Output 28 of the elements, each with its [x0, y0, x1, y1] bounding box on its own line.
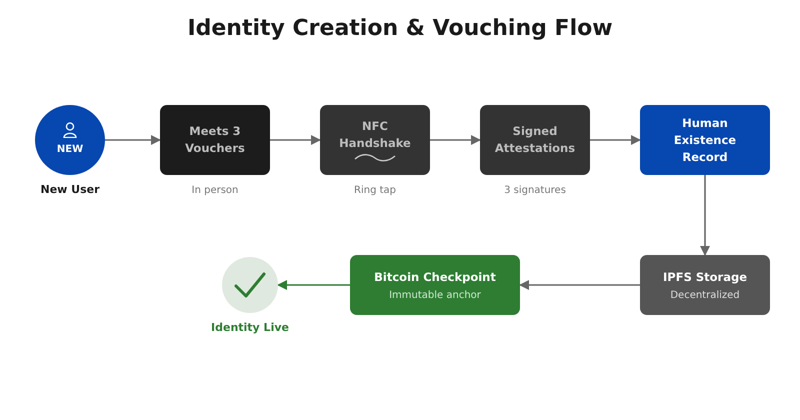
- node-title: NEW: [56, 143, 84, 157]
- process-box: [160, 105, 270, 175]
- node-title: Bitcoin Checkpoint: [373, 269, 497, 286]
- process-box: [320, 105, 430, 175]
- node-title: Human Existence Record: [672, 114, 738, 166]
- arrow: [519, 280, 640, 290]
- arrow: [590, 135, 641, 145]
- process-box: [480, 105, 590, 175]
- node-caption: In person: [190, 185, 240, 196]
- arrow: [270, 135, 321, 145]
- arrow: [430, 135, 481, 145]
- node-subtitle: Decentralized: [670, 290, 740, 301]
- arrow: [277, 280, 350, 290]
- diagram-title: Identity Creation & Vouching Flow: [186, 16, 614, 41]
- node-caption: Ring tap: [353, 185, 397, 196]
- node-title: Signed Attestations: [494, 123, 576, 157]
- arrow: [105, 135, 161, 145]
- node-title: Meets 3 Vouchers: [184, 123, 246, 157]
- arrow: [700, 175, 710, 256]
- process-box: [640, 255, 770, 315]
- node-caption: Identity Live: [210, 321, 290, 334]
- node-caption: New User: [39, 183, 101, 196]
- node-caption: 3 signatures: [503, 185, 567, 196]
- node-title: IPFS Storage: [662, 269, 748, 286]
- process-box: [640, 105, 770, 175]
- node-title: NFC Handshake: [338, 118, 412, 152]
- node-subtitle: Immutable anchor: [389, 290, 481, 301]
- process-box: [350, 255, 520, 315]
